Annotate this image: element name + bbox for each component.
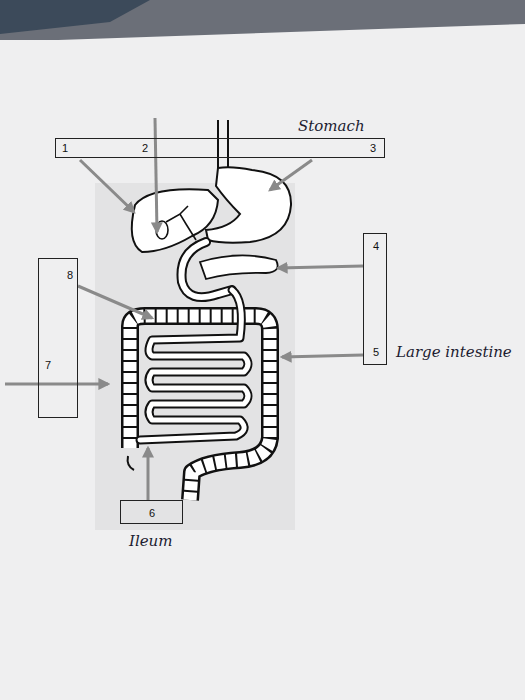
label-box: 12Stomach3: [55, 138, 385, 158]
callout-number: 6: [149, 507, 155, 519]
stomach: [206, 167, 291, 242]
duodenum: [182, 242, 233, 297]
esophagus: [218, 120, 228, 172]
handwritten-answer: Ileum: [129, 533, 172, 550]
handwritten-answer: Large intestine: [396, 344, 512, 361]
callout-number: 8: [67, 269, 73, 281]
label-box: 6Ileum: [120, 500, 183, 524]
small-intestine: [140, 290, 248, 440]
callout-number: 5: [373, 346, 379, 358]
label-box: 87: [38, 258, 78, 418]
callout-number: 7: [45, 359, 51, 371]
callout-number: 1: [62, 142, 68, 154]
handwritten-answer: Stomach: [298, 118, 365, 135]
pointer-arrows: [5, 118, 363, 500]
callout-number: 4: [373, 240, 379, 252]
table-corner: [0, 0, 150, 34]
pancreas: [200, 255, 278, 279]
small-intestine-fill: [140, 290, 248, 440]
appendix: [128, 456, 134, 470]
paper-sheet: [0, 24, 525, 700]
callout-number: 3: [370, 142, 376, 154]
label-box: 45Large intestine: [363, 233, 387, 365]
duodenum-fill: [182, 242, 233, 297]
bile-duct: [166, 206, 196, 240]
callout-number: 2: [142, 142, 148, 154]
